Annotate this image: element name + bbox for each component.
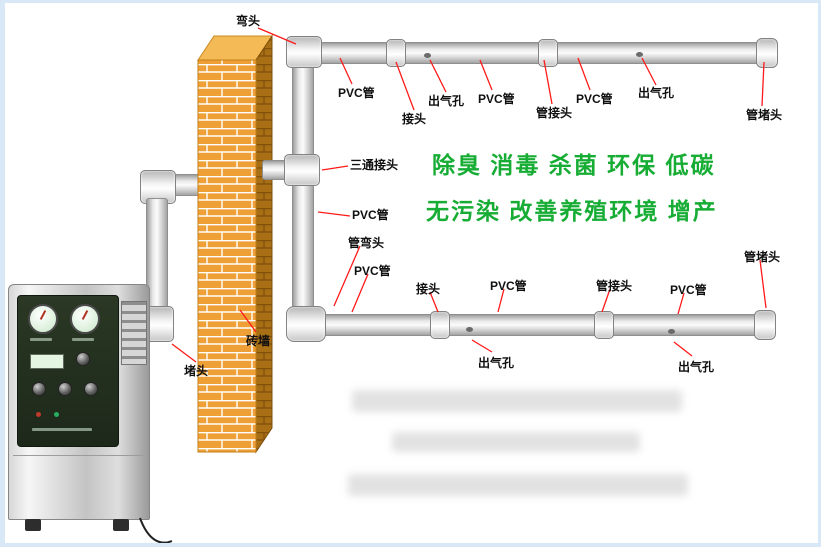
callout-pvc-mid: PVC管: [490, 279, 527, 293]
callout-tee-joint: 三通接头: [350, 158, 399, 172]
control-panel: [17, 295, 119, 447]
callout-pvc-mid-right: PVC管: [670, 283, 707, 297]
gauge-right-icon: [70, 304, 100, 334]
callout-pvc-mid-left: PVC管: [354, 264, 391, 278]
pipe-middle-run: [320, 314, 760, 336]
callout-joint-mid: 接头: [416, 282, 441, 296]
callout-cap-top: 管堵头: [746, 108, 783, 122]
coupling-top-1: [386, 39, 406, 67]
slogan-line-1: 除臭 消毒 杀菌 环保 低碳: [432, 152, 716, 178]
callout-pipe-elbow: 管弯头: [348, 236, 385, 250]
watermark-line: [352, 390, 682, 412]
elbow-bottom-left: [286, 306, 326, 342]
control-knob: [76, 352, 90, 366]
end-cap-top: [756, 38, 778, 68]
power-cord: [139, 517, 173, 544]
callout-outlet-bottom-right: 出气孔: [678, 360, 715, 374]
indicator-led: [36, 412, 41, 417]
callout-pvc-vertical: PVC管: [352, 208, 389, 222]
brick-wall: [197, 34, 273, 454]
tee-fitting: [284, 154, 320, 186]
control-knob: [58, 382, 72, 396]
callout-plug: 堵头: [184, 364, 209, 378]
air-hole-mid-left: [466, 327, 473, 332]
caster-wheel: [113, 519, 129, 531]
callout-pvc-top-mid: PVC管: [478, 92, 515, 106]
pipe-vertical-run: [292, 62, 314, 316]
callout-pvc-top-left: PVC管: [338, 86, 375, 100]
callout-outlet-top-left: 出气孔: [428, 94, 465, 108]
control-knob: [32, 382, 46, 396]
cabinet-seam: [13, 455, 143, 456]
elbow-top-left: [286, 36, 322, 68]
slogan-line-2: 无污染 改善养殖环境 增产: [426, 198, 718, 224]
air-hole-top-left: [424, 53, 431, 58]
panel-label-strip: [72, 338, 94, 341]
callout-joint-top: 接头: [402, 112, 427, 126]
pipe-top-run: [300, 42, 762, 64]
control-knob: [84, 382, 98, 396]
callout-elbow-top: 弯头: [236, 14, 261, 28]
watermark-line: [348, 474, 688, 496]
coupling-mid-1: [430, 311, 450, 339]
air-hole-mid-right: [668, 329, 675, 334]
wall-front-face: [197, 59, 257, 453]
wall-side-face: [255, 34, 273, 454]
watermark-line: [392, 432, 640, 452]
air-hole-top-right: [636, 52, 643, 57]
coupling-mid-2: [594, 311, 614, 339]
coupling-top-2: [538, 39, 558, 67]
caster-wheel: [25, 519, 41, 531]
callout-coupler-top: 管接头: [536, 106, 573, 120]
indicator-led: [54, 412, 59, 417]
gauge-left-icon: [28, 304, 58, 334]
panel-label-strip: [32, 428, 92, 431]
callout-coupler-mid: 管接头: [596, 279, 633, 293]
panel-label-strip: [30, 338, 52, 341]
callout-brick-wall: 砖墙: [246, 334, 271, 348]
callout-cap-mid: 管堵头: [744, 250, 781, 264]
side-vent-grille: [121, 301, 147, 365]
ozone-generator: [8, 284, 150, 531]
end-cap-middle: [754, 310, 776, 340]
callout-pvc-top-right: PVC管: [576, 92, 613, 106]
digital-display: [30, 354, 64, 369]
callout-outlet-bottom-left: 出气孔: [478, 356, 515, 370]
callout-outlet-top-right: 出气孔: [638, 86, 675, 100]
